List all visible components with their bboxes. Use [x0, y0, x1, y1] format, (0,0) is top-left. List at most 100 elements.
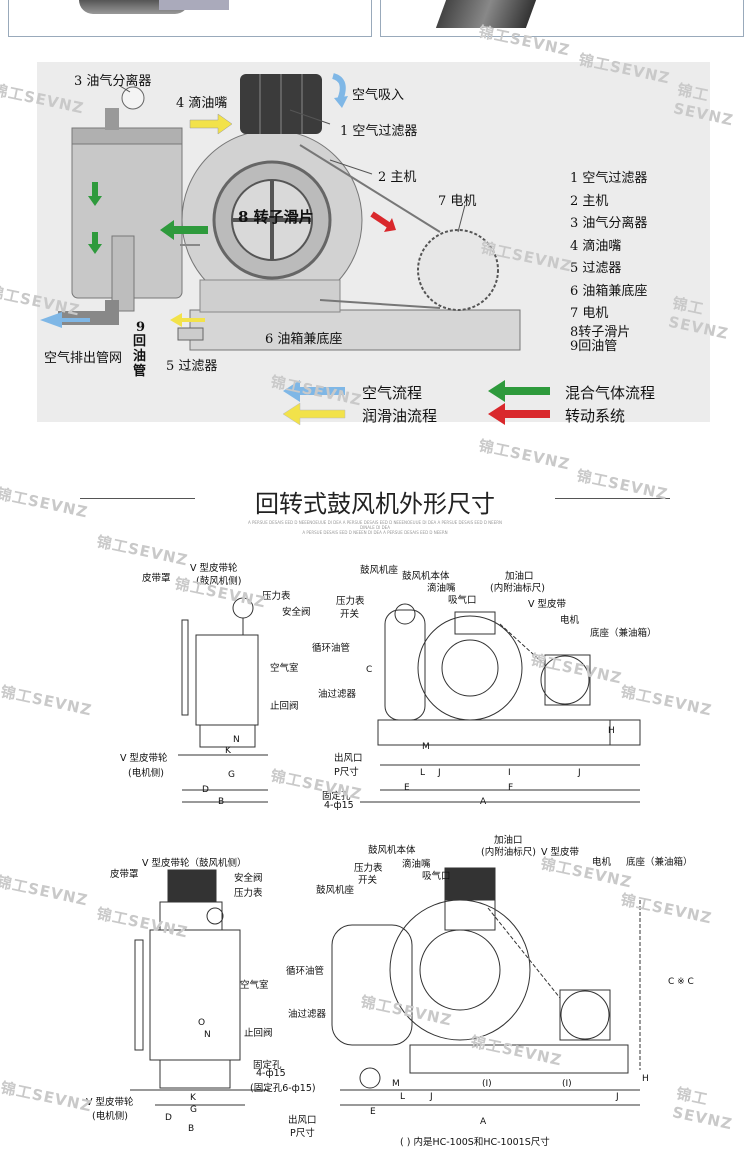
watermark: 锦工SEVNZ [477, 436, 572, 474]
parts-list-item: 8转子滑片 [570, 324, 631, 340]
d1-dim: K [225, 746, 231, 756]
d2-label: P尺寸 [290, 1128, 315, 1139]
d2-dim: C ※ C [668, 977, 694, 987]
d2-label: 开关 [358, 875, 378, 886]
d1-dim: D [202, 785, 209, 795]
d1-label: 固定孔 [322, 791, 351, 802]
callout-drip: 4 滴油嘴 [176, 96, 228, 111]
d2-dim: J [616, 1092, 619, 1102]
d2-dim: K [190, 1093, 196, 1103]
schematic-drawing [40, 73, 550, 426]
d1-label: (鼓风机侧) [196, 576, 242, 587]
d1-label: (电机侧) [128, 768, 164, 779]
oil-filter [177, 327, 204, 341]
d1-label: 循环油管 [312, 643, 351, 654]
d2-dim: B [188, 1124, 195, 1134]
legend-air-label: 空气流程 [362, 384, 423, 402]
d2-footnote: ( ) 内是HC-100S和HC-1001S尺寸 [400, 1137, 550, 1148]
parts-list-item: 2 主机 [570, 193, 609, 209]
d1-dim: G [228, 770, 235, 780]
d1-dim: C [366, 665, 373, 675]
d2-dim: G [190, 1105, 197, 1115]
d1-label: 加油口 [505, 571, 534, 582]
d1-label: 4-ф15 [324, 800, 354, 811]
pressure-gauge-icon [394, 603, 416, 625]
callout-base: 6 油箱兼底座 [265, 332, 343, 347]
d2-label: 压力表 [234, 888, 263, 899]
d2-label: 压力表 [354, 863, 383, 874]
d2-label: (固定孔6-ф15) [250, 1083, 316, 1094]
d1-label: 电机 [560, 615, 580, 626]
top-banner-left [8, 0, 372, 37]
d2-dim: O [198, 1018, 206, 1028]
d2-label: 安全阀 [234, 873, 263, 884]
parts-list-item: 5 过滤器 [570, 261, 622, 276]
legend-mixed-arrow [488, 380, 550, 402]
d1-label: 鼓风机本体 [402, 571, 450, 582]
d1-dim: F [508, 783, 514, 793]
d2-dim: (I) [482, 1079, 492, 1089]
d1-dim: L [420, 768, 426, 778]
d1-dim: I [508, 768, 511, 778]
d2-dim: A [480, 1117, 487, 1127]
d1-label: 滴油嘴 [427, 583, 456, 594]
d2-dim: H [642, 1074, 649, 1084]
d1-label: 鼓风机座 [360, 565, 399, 576]
d2-label: 油过滤器 [288, 1009, 327, 1020]
callout-separator: 3 油气分离器 [74, 74, 152, 89]
d2-dim: L [400, 1092, 406, 1102]
d2-label: 加油口 [494, 835, 523, 846]
legend-oil-arrow [282, 402, 346, 426]
motor-icon [540, 655, 590, 705]
parts-list-item: 9回油管 [570, 338, 618, 354]
d2-label: 电机 [592, 857, 612, 868]
air-filter-icon [444, 867, 496, 901]
legend-drive-arrow [488, 403, 550, 425]
d1-label: 出风口 [334, 753, 363, 764]
d2-label: 循环油管 [286, 966, 325, 977]
d2-label: 底座（兼油箱） [626, 857, 693, 868]
title-rule-left [80, 498, 195, 499]
d1-dim: M [422, 742, 430, 752]
d2-label: V 型皮带 [541, 847, 580, 858]
parts-list-item: 4 滴油嘴 [570, 238, 622, 254]
callout-filter: 1 空气过滤器 [340, 124, 418, 139]
motor-pulley [417, 229, 499, 311]
callout-oil-filter: 5 过滤器 [166, 359, 218, 374]
d1-label: 吸气口 [448, 595, 477, 606]
d2-label: 出风口 [288, 1115, 317, 1126]
section-fine-print: A PERSUE DESAIS EED D NEEEN DI DEA A PER… [302, 530, 448, 535]
d1-label: 止回阀 [270, 701, 299, 712]
motor-icon [560, 990, 610, 1040]
d1-dim: H [608, 726, 615, 736]
d2-label: (内附油标尺) [481, 847, 536, 858]
dimension-drawing-1 [178, 597, 641, 803]
section-fine-print: A PERSUE DESAIS EED D NEEENOEUUE DI DEA … [248, 520, 502, 525]
legend-air-arrow [283, 380, 345, 402]
d2-label: 固定孔 [253, 1060, 282, 1071]
d1-label: 空气室 [270, 663, 299, 674]
parts-list-item: 7 电机 [570, 306, 609, 321]
d2-label: 滴油嘴 [402, 859, 431, 870]
parts-list: 1 空气过滤器 2 主机 3 油气分离器 4 滴油嘴 5 过滤器 6 油箱兼底座… [570, 168, 700, 355]
d1-dim: N [233, 735, 240, 745]
title-rule-right [555, 498, 670, 499]
d1-label: 底座（兼油箱） [590, 628, 657, 639]
d2-label: 4-ф15 [256, 1068, 286, 1079]
banner-left-image-2 [159, 0, 229, 10]
d1-dim: A [480, 797, 487, 807]
d1-dim: B [218, 797, 225, 807]
d2-label: (电机侧) [92, 1111, 128, 1122]
d1-label: 开关 [340, 609, 360, 620]
d2-label: 皮带罩 [110, 869, 139, 880]
d1-label: 皮带罩 [142, 573, 171, 584]
d1-label: V 型皮带 [528, 599, 567, 610]
d2-label: 吸气口 [422, 871, 451, 882]
d1-label: V 型皮带轮 [190, 563, 238, 574]
d2-label: 止回阀 [244, 1028, 273, 1039]
dimension-drawing-2 [130, 867, 641, 1106]
legend-oil-label: 润滑油流程 [362, 407, 438, 425]
blower-wheel [417, 615, 523, 721]
d1-label: (内附油标尺) [490, 583, 545, 594]
section-fine-print: DINALE DI DEA [360, 525, 390, 530]
